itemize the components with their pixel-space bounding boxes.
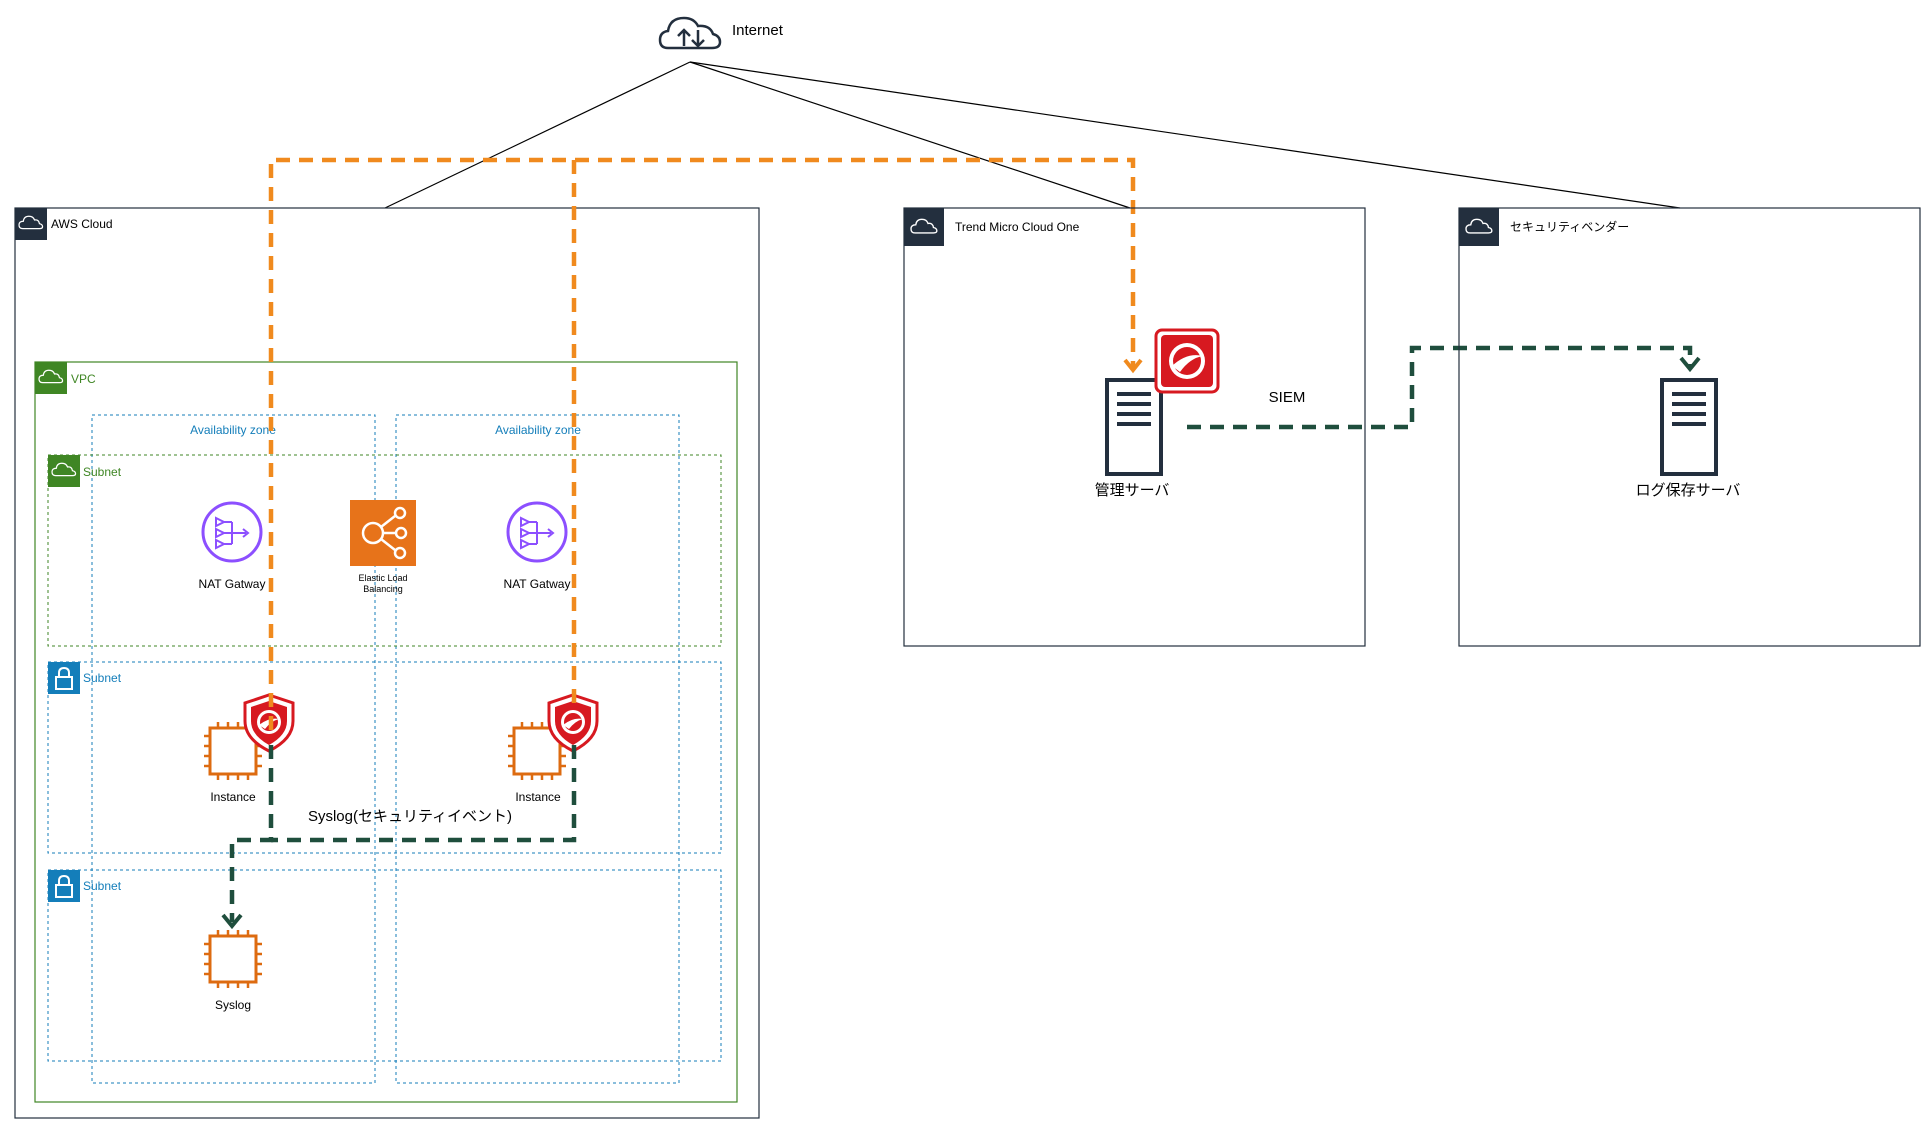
siem-label: SIEM — [1269, 389, 1306, 406]
trend-cloud-label: Trend Micro Cloud One — [955, 220, 1080, 234]
log-storage-server: ログ保存サーバ — [1636, 378, 1741, 499]
link-internet-aws — [384, 61, 691, 209]
subnet-icon — [48, 455, 80, 487]
nat-gateway-label: NAT Gatway — [504, 577, 571, 591]
internet-node: Internet — [658, 16, 784, 50]
elb-label-line1: Elastic Load — [358, 573, 407, 583]
ec2-instance-icon — [202, 928, 264, 990]
link-internet-trend — [689, 61, 1131, 209]
vpc-group: VPC — [34, 361, 738, 1103]
availability-zone-label: Availability zone — [495, 423, 581, 437]
trend-cloud-one-group: Trend Micro Cloud One — [903, 207, 1366, 647]
syslog-arrowhead — [221, 913, 243, 930]
subnet-label: Subnet — [83, 879, 122, 893]
log-storage-server-label: ログ保存サーバ — [1636, 482, 1741, 499]
internet-label: Internet — [732, 22, 784, 39]
aws-cloud-group: AWS Cloud — [14, 207, 760, 1119]
siem-arrowhead — [1679, 356, 1701, 373]
trend-micro-logo-icon — [1154, 328, 1220, 394]
syslog-server: Syslog — [202, 928, 264, 1012]
aws-cloud-label: AWS Cloud — [51, 217, 113, 231]
public-subnet: Subnet — [47, 454, 722, 647]
server-icon — [1105, 378, 1163, 476]
vpc-icon — [35, 362, 67, 394]
nat-gateway-2: NAT Gatway — [504, 501, 571, 591]
private-subnet-2: Subnet — [47, 869, 722, 1062]
availability-zone-1: Availability zone — [91, 414, 376, 1084]
availability-zone-2: Availability zone — [395, 414, 680, 1084]
syslog-server-label: Syslog — [215, 998, 251, 1012]
management-server: 管理サーバ — [1095, 328, 1220, 499]
internet-connections — [384, 61, 1681, 209]
availability-zone-label: Availability zone — [190, 423, 276, 437]
vpc-label: VPC — [71, 372, 96, 386]
elb-label-line2: Balancing — [363, 584, 403, 594]
subnet-label: Subnet — [83, 465, 122, 479]
subnet-label: Subnet — [83, 671, 122, 685]
syslog-flow — [229, 745, 577, 922]
security-vendor-group: セキュリティベンダー — [1458, 207, 1921, 647]
internet-cloud-icon — [658, 16, 722, 50]
management-server-label: 管理サーバ — [1095, 482, 1170, 499]
link-internet-vendor — [689, 61, 1681, 209]
vendor-cloud-label: セキュリティベンダー — [1510, 219, 1629, 234]
vendor-cloud-icon — [1459, 208, 1499, 246]
instance-label: Instance — [210, 790, 256, 804]
siem-flow — [1187, 345, 1693, 430]
instance-2: Instance — [506, 693, 599, 804]
instance-label: Instance — [515, 790, 561, 804]
server-icon — [1660, 378, 1718, 476]
elastic-load-balancing: Elastic Load Balancing — [350, 500, 416, 594]
trend-cloud-icon — [904, 208, 944, 246]
private-subnet-1: Subnet — [47, 661, 722, 854]
agent-management-flow — [268, 157, 1136, 730]
nat-gateway-label: NAT Gatway — [199, 577, 266, 591]
aws-cloud-icon — [15, 208, 47, 240]
elb-icon — [350, 500, 416, 566]
nat-gateway-icon — [506, 501, 568, 563]
syslog-flow-label: Syslog(セキュリティイベント) — [308, 808, 512, 825]
nat-gateway-1: NAT Gatway — [199, 501, 266, 591]
orange-arrowhead — [1123, 358, 1143, 374]
nat-gateway-icon — [201, 501, 263, 563]
instance-1: Instance — [202, 693, 295, 804]
